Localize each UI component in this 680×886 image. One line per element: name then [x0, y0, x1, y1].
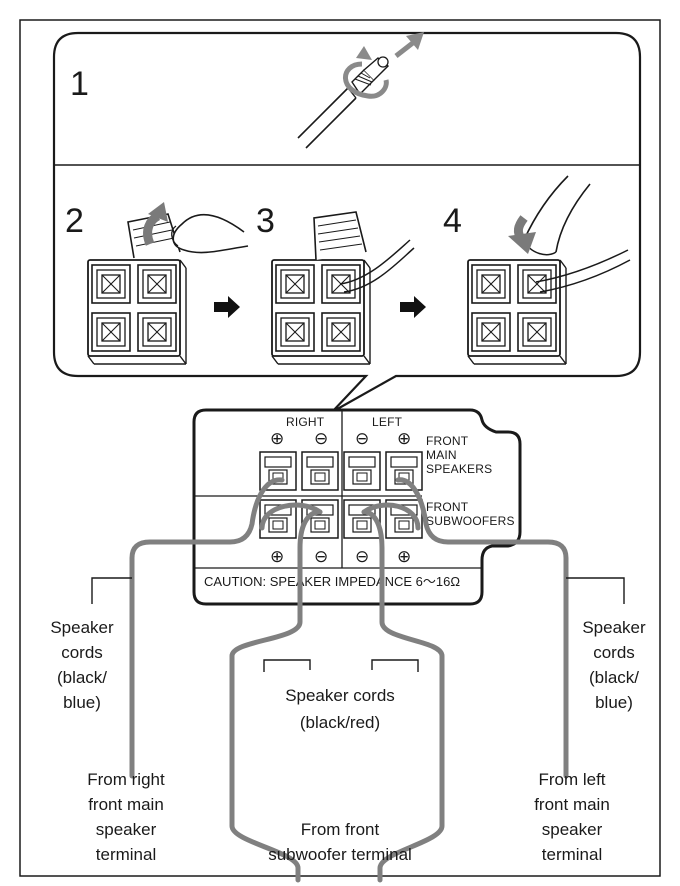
svg-text:terminal: terminal: [542, 845, 602, 864]
plus-symbol: ⊕: [397, 429, 411, 448]
right-label: RIGHT: [286, 415, 325, 429]
svg-text:Speaker: Speaker: [582, 618, 646, 637]
label-from-left: From left front main speaker terminal: [534, 770, 610, 864]
svg-text:front main: front main: [534, 795, 610, 814]
terminal-block-step-3: [272, 260, 370, 364]
front-sub-label-1: FRONT: [426, 500, 469, 514]
svg-text:From left: From left: [538, 770, 605, 789]
svg-text:terminal: terminal: [96, 845, 156, 864]
lever-step-3-open: [313, 211, 367, 261]
outer-frame: [19, 19, 661, 877]
step-3-number: 3: [256, 202, 275, 240]
finger-icon: [171, 214, 249, 254]
cord-sub-b: [361, 509, 445, 883]
step-4-number: 4: [443, 202, 462, 240]
front-main-label-2: MAIN: [426, 448, 457, 462]
label-left-cords: Speaker cords (black/ blue): [50, 618, 114, 712]
label-from-sub: From front subwoofer terminal: [268, 820, 412, 864]
cord-left-main: [395, 477, 569, 779]
front-sub-label-2: SUBWOOFERS: [426, 514, 515, 528]
speaker-cords: [129, 477, 569, 883]
twist-arrow-icon: [343, 46, 389, 99]
svg-text:speaker: speaker: [96, 820, 157, 839]
svg-text:Speaker cords: Speaker cords: [285, 686, 395, 705]
svg-text:front main: front main: [88, 795, 164, 814]
cord-step-3: [339, 239, 415, 293]
pull-arrow-icon: [394, 32, 424, 58]
terminal-block-step-2: [88, 260, 186, 364]
svg-text:(black/red): (black/red): [300, 713, 380, 732]
twisted-cord-illustration: [297, 56, 390, 149]
minus-symbol: ⊖: [314, 429, 328, 448]
cord-step-4: [535, 249, 631, 293]
plus-symbol: ⊕: [397, 547, 411, 566]
svg-text:From front: From front: [301, 820, 380, 839]
svg-text:(black/: (black/: [57, 668, 107, 687]
label-from-right: From right front main speaker terminal: [87, 770, 165, 864]
svg-text:blue): blue): [595, 693, 633, 712]
step-1-number: 1: [70, 65, 89, 103]
lever-up-arrow-icon: [143, 202, 168, 246]
terminal-block-step-4: [468, 260, 566, 364]
cord-sub-a: [229, 509, 323, 883]
svg-text:speaker: speaker: [542, 820, 603, 839]
svg-text:cords: cords: [593, 643, 635, 662]
svg-text:(black/: (black/: [589, 668, 639, 687]
svg-text:cords: cords: [61, 643, 103, 662]
svg-text:subwoofer terminal: subwoofer terminal: [268, 845, 412, 864]
caution-text: CAUTION: SPEAKER IMPEDANCE 6～16Ω: [204, 574, 460, 589]
cord-sub-loop-left: [259, 502, 323, 531]
svg-text:blue): blue): [63, 693, 101, 712]
minus-symbol: ⊖: [314, 547, 328, 566]
front-main-label-1: FRONT: [426, 434, 469, 448]
plus-symbol: ⊕: [270, 547, 284, 566]
cord-sub-loop-right: [361, 502, 421, 531]
lever-down-arrow-icon: [508, 215, 536, 254]
left-label: LEFT: [372, 415, 403, 429]
svg-text:From right: From right: [87, 770, 165, 789]
svg-text:Speaker: Speaker: [50, 618, 114, 637]
cord-right-main: [129, 477, 285, 779]
front-main-label-3: SPEAKERS: [426, 462, 492, 476]
label-brackets: [91, 577, 625, 672]
minus-symbol: ⊖: [355, 429, 369, 448]
step-2-number: 2: [65, 202, 84, 240]
label-right-cords: Speaker cords (black/ blue): [582, 618, 646, 712]
label-center-cords: Speaker cords (black/red): [285, 686, 395, 732]
minus-symbol: ⊖: [355, 547, 369, 566]
plus-symbol: ⊕: [270, 429, 284, 448]
